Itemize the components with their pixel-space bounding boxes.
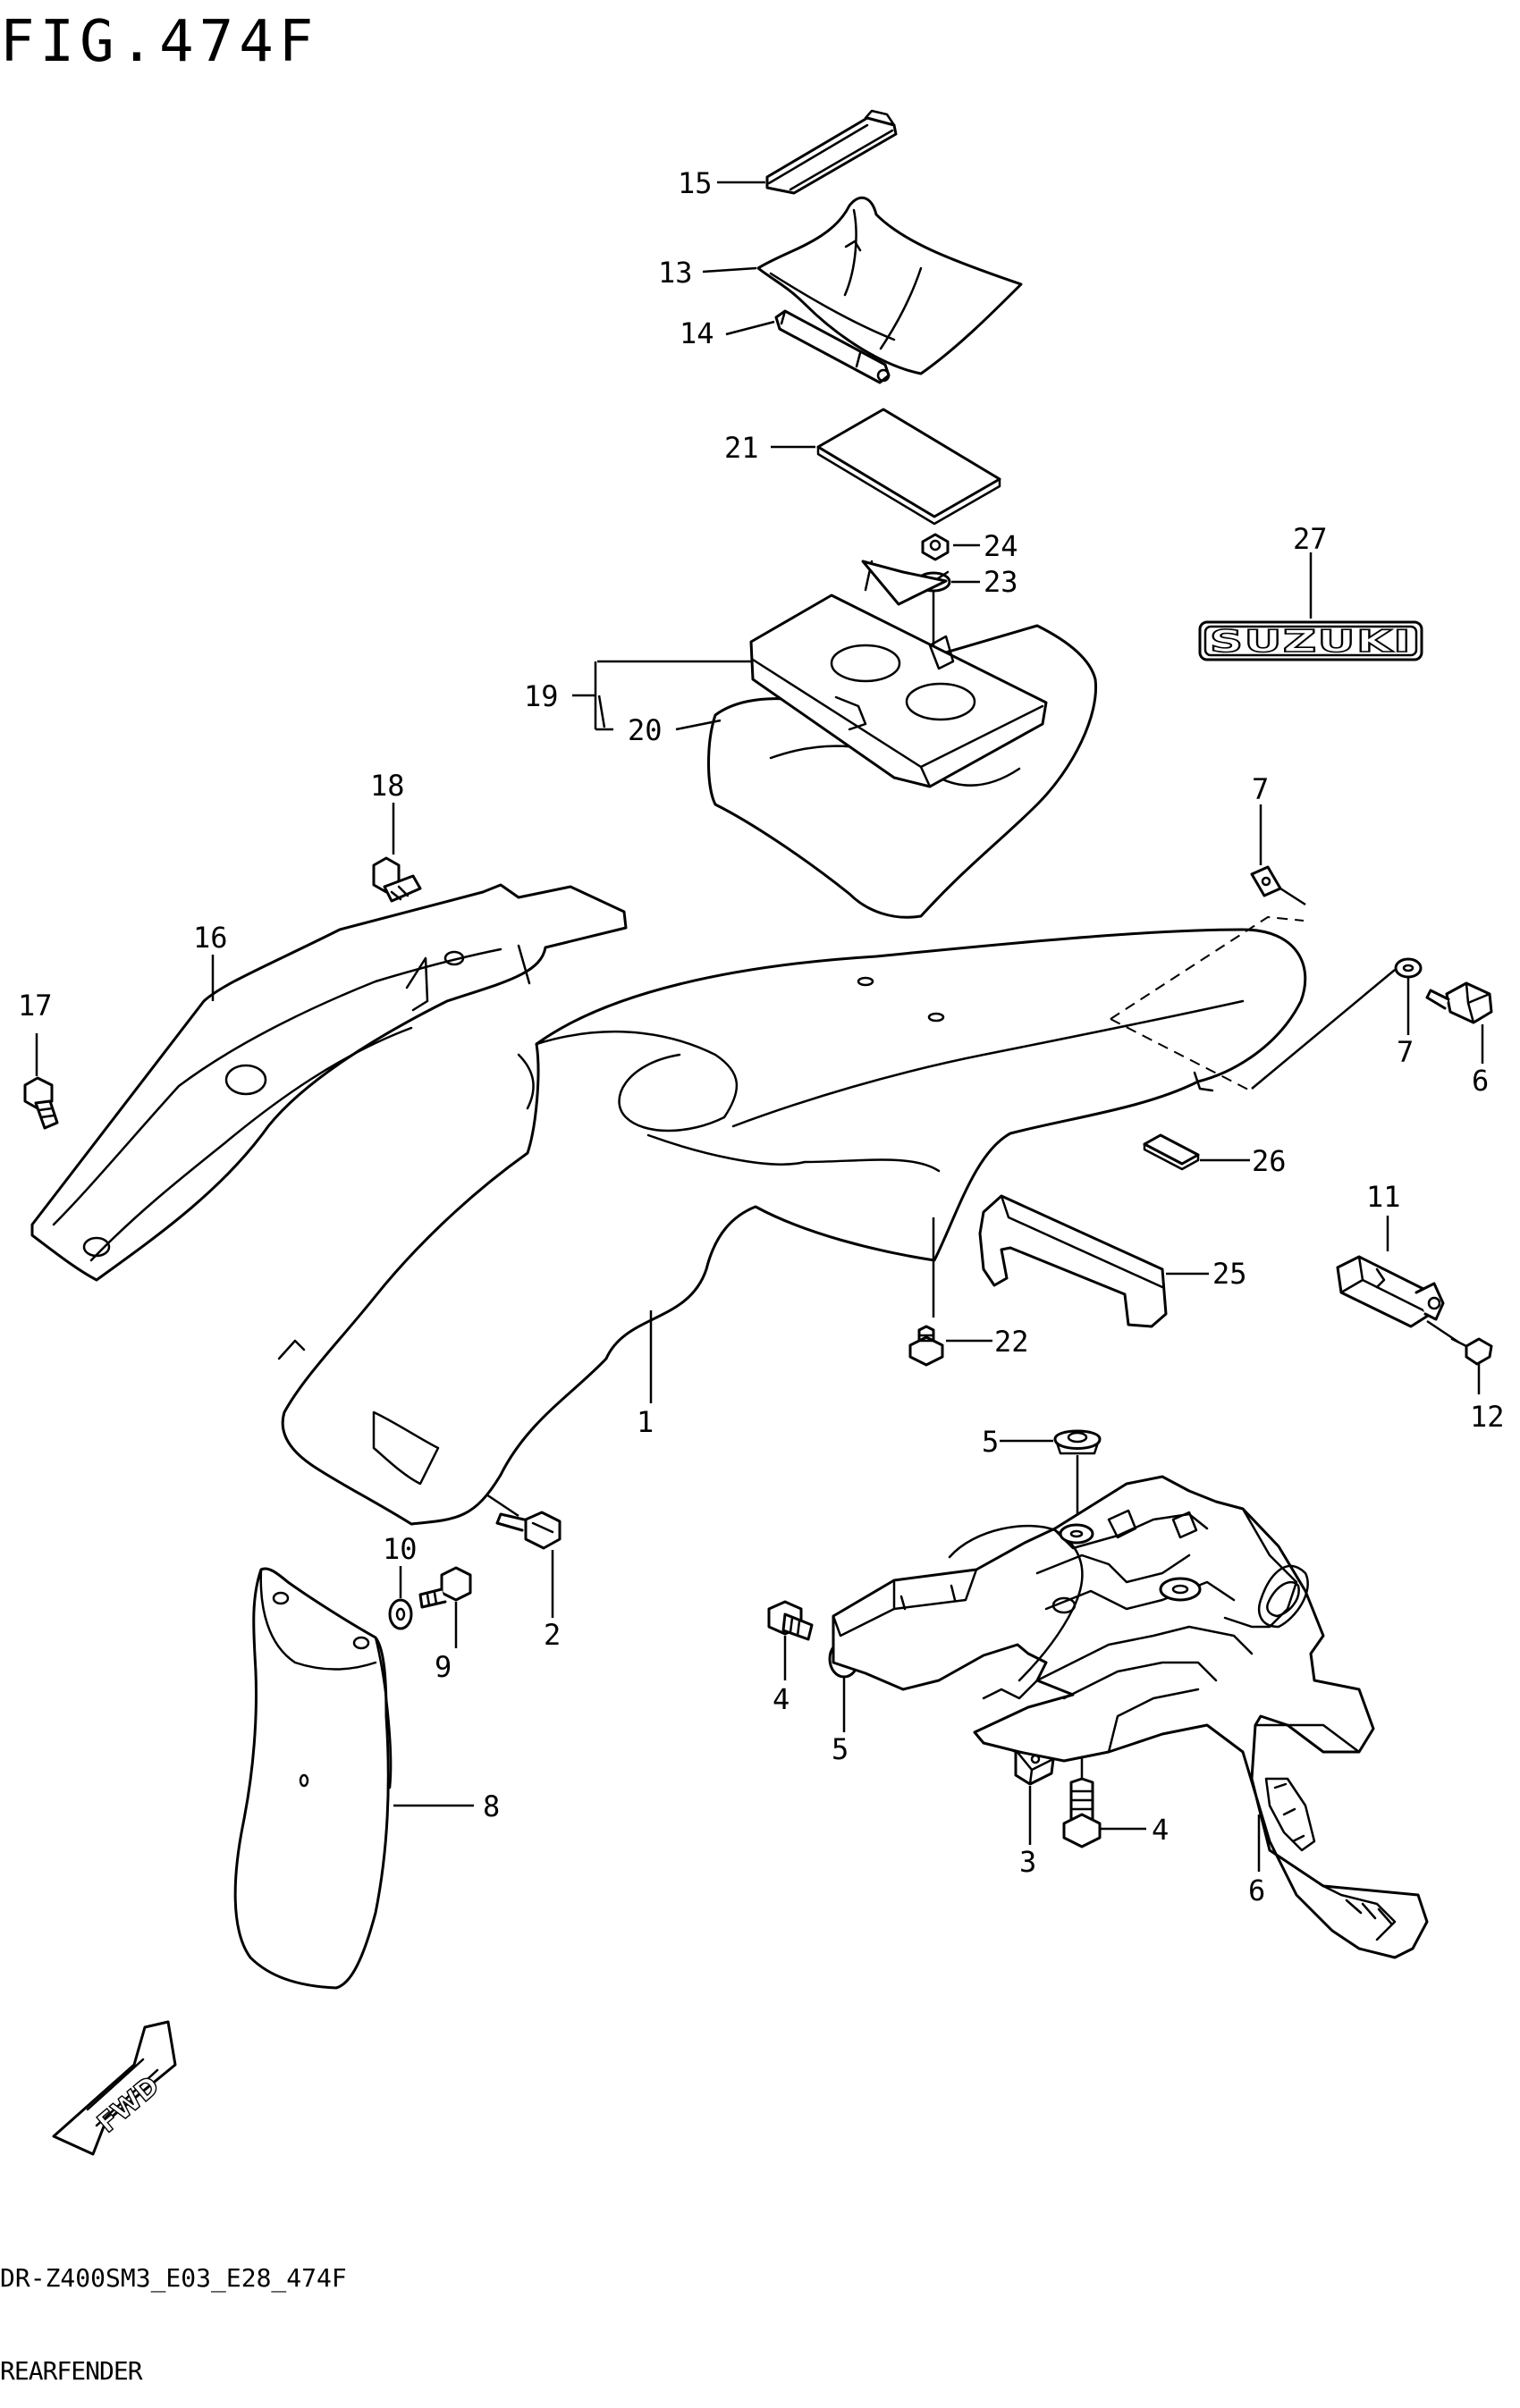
- callout-labels: 15 13 14 21 24 23 27 19 20 18 7 16 17 7 …: [18, 166, 1505, 1907]
- callout-5-top: 5: [982, 1425, 999, 1459]
- callout-14: 12: [1470, 1400, 1505, 1434]
- callout-20: 18: [370, 769, 405, 803]
- part-15-tool-bag: [756, 196, 1023, 375]
- callout-4-left: 4: [773, 1682, 790, 1716]
- part-2-bolt: [495, 1511, 562, 1550]
- callout-27: 25: [1212, 1257, 1247, 1291]
- part-28-pad: [1143, 1133, 1200, 1171]
- part-27-handle: [978, 1194, 1168, 1328]
- callout-21: 19: [524, 679, 559, 713]
- callout-12: 10: [383, 1532, 418, 1566]
- part-5-grommet-top: [1053, 1429, 1102, 1455]
- part-13-connector: [1336, 1255, 1445, 1328]
- callout-28: 26: [1252, 1144, 1287, 1178]
- callout-1: 1: [637, 1405, 654, 1439]
- callout-22: 20: [628, 713, 663, 747]
- part-9-washer: [1394, 957, 1423, 979]
- part-4-bolt-left: [767, 1600, 814, 1641]
- diagram-code: DR-Z400SM3_E03_E28_474F: [0, 2263, 347, 2293]
- part-8-bolt: [1425, 981, 1493, 1024]
- leader-lines: [211, 181, 1484, 1403]
- part-17-strap: [765, 109, 898, 195]
- callout-15: 13: [658, 256, 693, 290]
- part-18-inner-guard: [30, 883, 628, 1282]
- callout-9: 7: [1397, 1035, 1414, 1069]
- part-6-rear-bracket: [832, 1475, 1429, 1959]
- part-19-bolt: [23, 1076, 59, 1130]
- emblem-text: SUZUKI: [1210, 624, 1412, 660]
- callout-11: 9: [435, 1650, 452, 1684]
- part-20-bolt: [372, 856, 422, 903]
- callout-13: 11: [1366, 1180, 1401, 1214]
- part-29-emblem: SUZUKI: [1198, 620, 1423, 661]
- part-21-battery-holder: [749, 594, 1048, 788]
- callout-18: 16: [193, 921, 228, 955]
- callout-16: 14: [680, 316, 714, 350]
- part-12-washer: [388, 1598, 413, 1630]
- diagram-name: REARFENDER: [0, 2356, 143, 2386]
- callout-4-lower: 4: [1152, 1813, 1169, 1847]
- callout-5-left: 5: [832, 1732, 849, 1766]
- callout-23: 21: [724, 431, 759, 465]
- callout-10: 8: [483, 1789, 500, 1823]
- callout-17: 15: [678, 166, 713, 200]
- part-1-rear-fender: [277, 928, 1307, 1526]
- callout-29: 27: [1293, 522, 1328, 556]
- part-4-bolt-lower: [1062, 1777, 1102, 1848]
- callout-25: 23: [984, 565, 1018, 599]
- figure-title: FIG.474F: [0, 9, 319, 75]
- part-23-pad: [816, 408, 1001, 526]
- callout-8: 6: [1472, 1064, 1489, 1098]
- callout-3: 3: [1019, 1845, 1036, 1879]
- callout-7: 7: [1252, 772, 1269, 806]
- callout-19: 17: [18, 989, 53, 1023]
- callout-26: 24: [984, 529, 1018, 563]
- callout-2: 2: [544, 1618, 561, 1652]
- part-16-tool: [774, 309, 891, 384]
- part-7-clip: [1250, 865, 1282, 897]
- forward-direction-arrow: FWD: [52, 2020, 177, 2156]
- part-24-bolt: [908, 1325, 944, 1367]
- callout-24: 22: [994, 1325, 1029, 1359]
- part-26-nut: [921, 533, 950, 561]
- part-11-bolt: [418, 1566, 472, 1609]
- part-10-mud-flap: [233, 1567, 393, 1990]
- callout-6: 6: [1248, 1873, 1265, 1907]
